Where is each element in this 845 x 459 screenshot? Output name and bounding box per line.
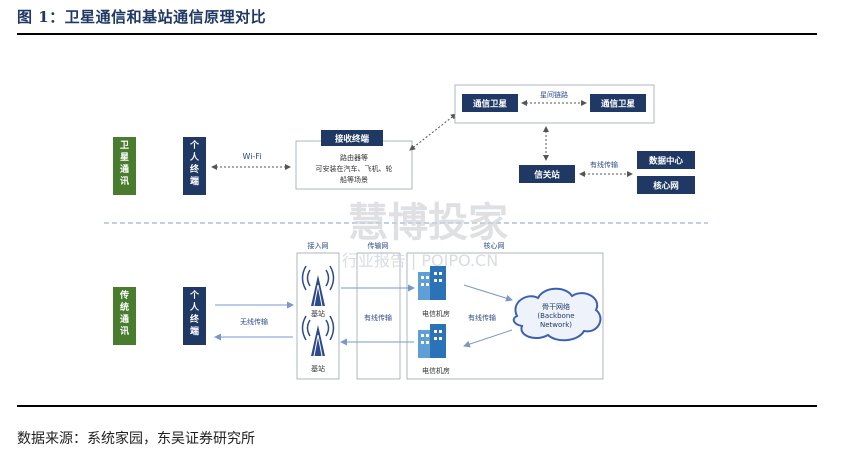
- building-icon: [418, 266, 446, 300]
- core-net-label: 核心网: [484, 241, 505, 250]
- figure-title: 图 1：卫星通信和基站通信原理对比: [17, 8, 267, 26]
- backbone-label-3: Network): [540, 321, 572, 329]
- building-icon: [418, 324, 446, 358]
- access-net-label: 接入网: [308, 241, 329, 250]
- receiving-desc-2: 可安装在汽车、飞机、轮: [316, 164, 393, 173]
- satellite-side-box: [113, 137, 136, 195]
- inter-satellite-label: 星间链路: [540, 90, 568, 99]
- satellite-a-label: 通信卫星: [473, 99, 508, 110]
- receiving-terminal-label: 接收终端: [335, 134, 370, 145]
- satellite-a-box: [462, 94, 518, 112]
- receiving-terminal-frame: [295, 140, 413, 190]
- wired-right-label: 有线传输: [468, 313, 496, 322]
- traditional-section: 传统通讯 个人终端 无线传输 接入网 传输网 核心网 基站: [113, 241, 604, 380]
- top-rule: [17, 33, 817, 35]
- traditional-side-label: 传统通讯: [119, 289, 129, 337]
- terminal-to-satellite-link: [409, 113, 457, 151]
- watermark-main: 慧博投家: [348, 200, 508, 246]
- core-network-label: 核心网: [653, 181, 679, 192]
- core-network-box: [637, 176, 695, 194]
- base-station-label-2: 基站: [311, 364, 325, 373]
- receiving-desc-1: 路由器等: [340, 153, 368, 162]
- gateway-label: 信关站: [534, 170, 560, 181]
- traditional-side-box: [113, 287, 136, 345]
- base-station-icon: [301, 265, 335, 307]
- gateway-box: [519, 165, 575, 183]
- backbone-label-1: 骨干网络: [542, 302, 570, 311]
- trad-personal-terminal-box: [183, 287, 206, 345]
- backbone-label-2: (Backbone: [537, 312, 574, 320]
- telecom-room-label-2: 电信机房: [422, 366, 450, 375]
- sat-personal-terminal-label: 个人终端: [189, 139, 200, 187]
- transport-net-frame: [356, 252, 401, 380]
- data-center-box: [637, 151, 695, 169]
- wired-mid-label: 有线传输: [364, 313, 392, 322]
- telecom-room-label-1: 电信机房: [422, 309, 450, 318]
- backbone-to-room-arrow: [463, 329, 513, 348]
- bottom-rule: [17, 405, 817, 407]
- wifi-label: Wi-Fi: [242, 152, 261, 161]
- access-net-frame: [296, 252, 340, 380]
- satellite-b-label: 通信卫星: [601, 99, 636, 110]
- satellite-side-label: 卫星通讯: [120, 140, 129, 187]
- sat-wired-label: 有线传输: [590, 160, 618, 169]
- wireless-label: 无线传输: [240, 317, 268, 326]
- trad-personal-terminal-label: 个人终端: [189, 289, 200, 337]
- room-to-backbone-arrow: [463, 284, 513, 302]
- satellite-b-box: [590, 94, 646, 112]
- sat-personal-terminal-box: [183, 137, 206, 195]
- watermark-sub: 行业报告 | POIPO.CN: [342, 251, 498, 270]
- source-note: 数据来源：系统家园，东吴证券研究所: [17, 431, 255, 447]
- data-center-label: 数据中心: [649, 156, 684, 167]
- receiving-terminal-box: [321, 130, 383, 146]
- receiving-desc-3: 船等场景: [340, 175, 368, 184]
- backbone-cloud-icon: [512, 287, 602, 342]
- base-station-icon: [301, 315, 335, 357]
- satellite-section: 卫星通讯 个人终端 Wi-Fi 接收终端 路由器等 可安装在汽车、飞机、轮 船等…: [113, 84, 695, 195]
- core-net-frame: [406, 252, 604, 380]
- base-station-label-1: 基站: [311, 309, 325, 318]
- transport-net-label: 传输网: [368, 241, 389, 250]
